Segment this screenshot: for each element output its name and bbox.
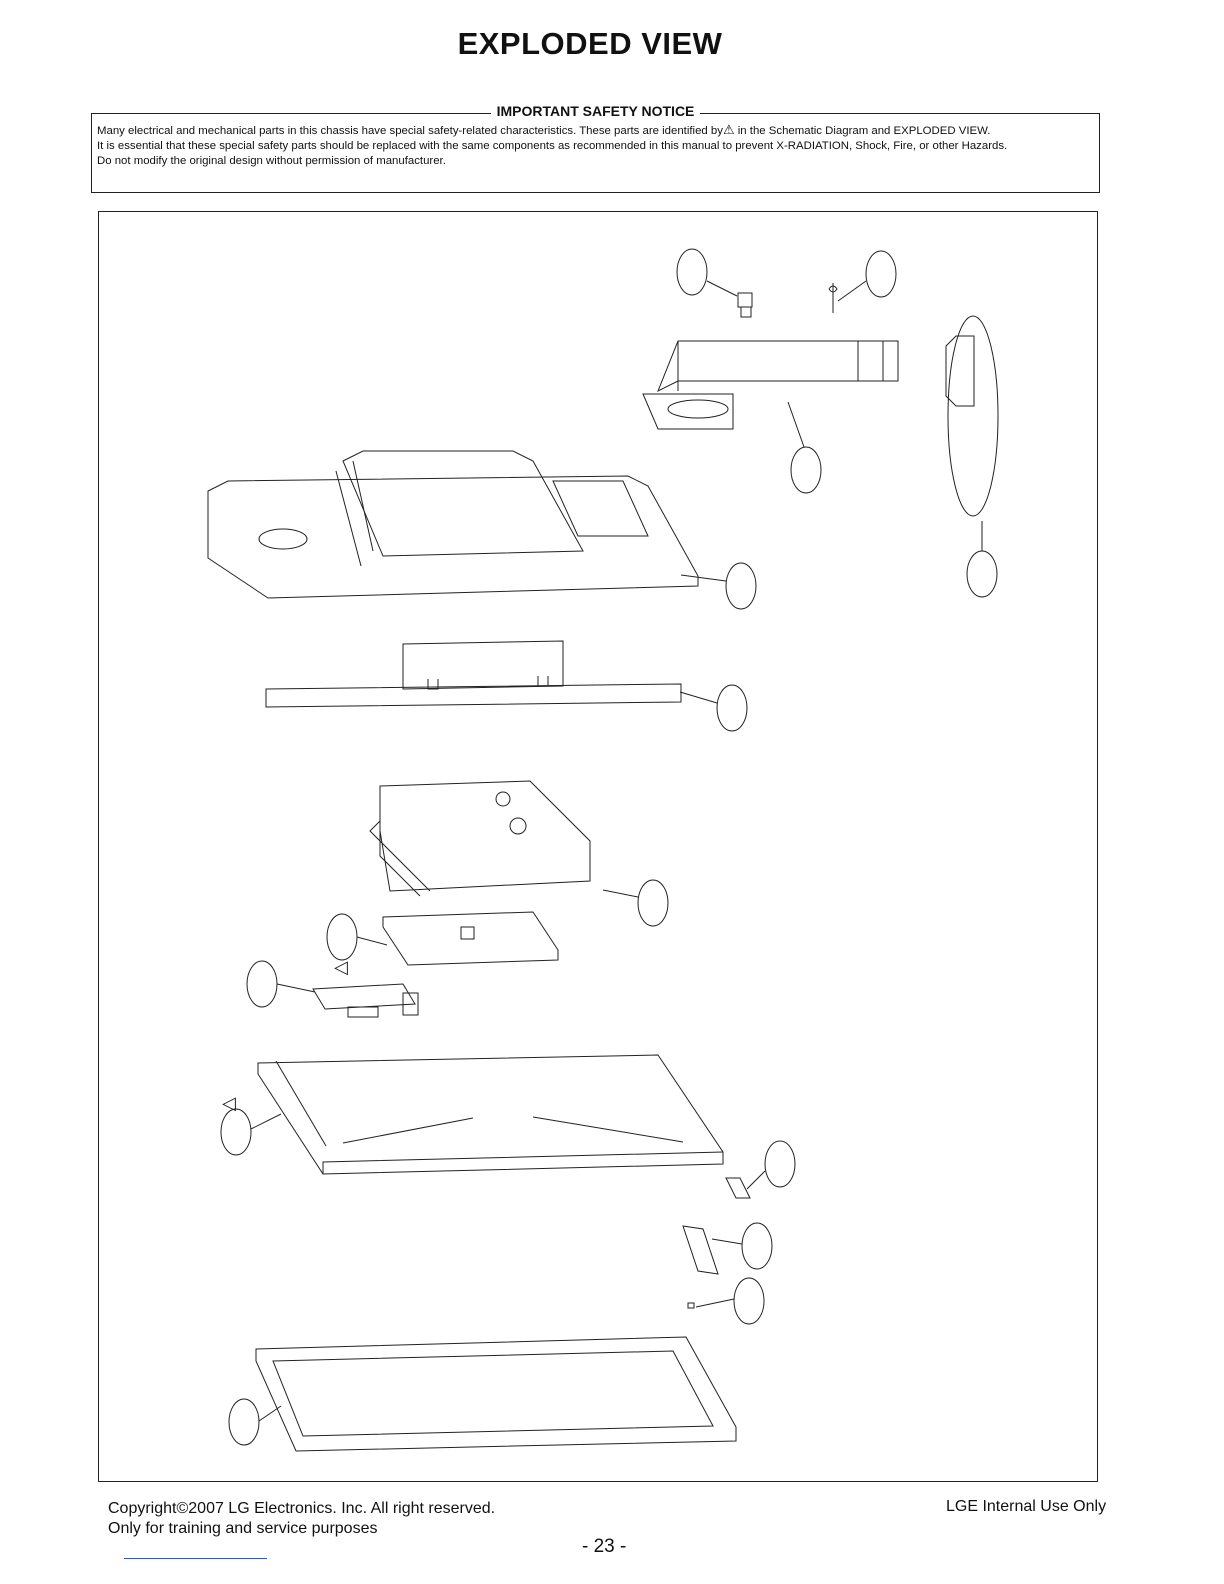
notice-line-3: Do not modify the original design withou… [97, 155, 446, 167]
safety-notice-heading-text: IMPORTANT SAFETY NOTICE [490, 103, 701, 119]
notice-line-1b: in the Schematic Diagram and EXPLODED VI… [734, 125, 991, 137]
warning-triangle-icon: ◁ [334, 957, 348, 978]
purpose-text: Only for training and service purposes [108, 1520, 378, 1537]
hinge-clip-part [738, 293, 752, 317]
callout-circles [221, 249, 997, 1445]
chassis-frame-part [370, 781, 590, 896]
back-cover-part [208, 451, 698, 598]
page-title: EXPLODED VIEW [457, 26, 723, 61]
main-board-part [383, 912, 558, 965]
stand-arm-part [643, 341, 898, 429]
button-part [726, 1178, 750, 1198]
copyright-text: Copyright©2007 LG Electronics. Inc. All … [108, 1500, 496, 1517]
internal-use-label: LGE Internal Use Only [946, 1498, 1107, 1515]
control-board-part [683, 1226, 718, 1274]
footer-divider [124, 1558, 267, 1559]
front-bezel-part [256, 1337, 736, 1451]
lcd-panel-part [258, 1055, 723, 1174]
safety-notice-heading: IMPORTANT SAFETY NOTICE [91, 103, 1100, 121]
notice-line-2: It is essential that these special safet… [97, 140, 1008, 152]
notice-line-1: Many electrical and mechanical parts in … [97, 122, 1097, 139]
exploded-diagram-frame [98, 211, 1098, 1482]
footer-left: Copyright©2007 LG Electronics. Inc. All … [108, 1499, 495, 1539]
power-board-part [313, 984, 418, 1017]
stand-base-part [946, 316, 998, 516]
spring-pin-part [829, 283, 837, 313]
exploded-view-drawing: ◁ ◁ [98, 211, 1098, 1482]
safety-notice-text: Many electrical and mechanical parts in … [97, 122, 1097, 169]
shield-plate-part [266, 641, 681, 707]
page-number: - 23 - [582, 1536, 627, 1557]
warning-triangle-icon: ⚠ [722, 122, 735, 137]
warning-triangle-icon: ◁ [222, 1093, 236, 1114]
screw-part [688, 1303, 694, 1308]
notice-line-1a: Many electrical and mechanical parts in … [97, 125, 723, 137]
